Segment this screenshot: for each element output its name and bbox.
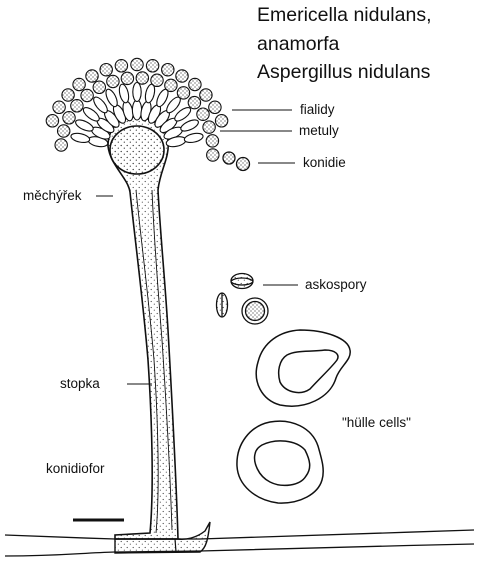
conidium [164,78,178,93]
stipe-inner-wall [135,189,159,534]
hulle-cells [236,329,351,504]
phialide [118,83,130,104]
conidium [205,134,220,148]
phialides [70,81,204,144]
stipe [107,116,179,540]
conidium [135,71,150,85]
conidium [187,95,202,110]
conidium [99,62,113,77]
metula [131,99,143,121]
label-metuly: metuly [299,123,339,138]
conidium [52,100,66,115]
conidium [85,69,99,83]
conidium [130,57,144,72]
conidium [92,80,107,95]
conidium [106,74,120,89]
stipe-inner-wall [151,189,173,531]
conidiophore [107,116,211,554]
conidium [72,77,86,92]
label-askospory: askospory [305,277,367,292]
phialide [70,132,91,144]
label-konidie: konidie [303,155,346,170]
vesicle [109,125,165,175]
phialide [82,107,100,122]
conidium [188,77,202,92]
conidium [214,114,229,128]
conidium [161,62,175,77]
title-line-3: Aspergillus nidulans [257,61,431,83]
phialide [75,119,94,132]
title-line-2: anamorfa [257,33,340,55]
title-line-1: Emericella nidulans, [257,4,432,26]
free-conidia [222,151,251,172]
conidium [45,114,60,128]
conidium [70,99,84,113]
conidium [176,86,191,100]
conidium [80,88,94,103]
phialide [174,107,192,122]
conidium [206,148,220,162]
conidium [175,69,189,83]
phialide [93,96,108,114]
foot-cell [114,521,211,554]
metulae [87,99,187,148]
phialide [105,88,118,108]
conidium [56,124,71,138]
conidium [62,111,76,125]
label-hulle-cells: "hülle cells" [342,415,411,430]
conidium [208,100,222,115]
substrate [4,529,475,557]
phialide [132,81,142,103]
label-stopka: stopka [60,376,100,391]
label-mechyrek: měchýřek [23,188,82,203]
phialide [183,132,204,144]
conidium [196,107,210,121]
conidium [114,59,129,73]
ascospores [215,272,269,325]
conidium [54,138,68,152]
conidium [120,71,135,86]
conidium [61,88,75,102]
label-fialidy: fialidy [300,102,335,117]
conidium [145,59,160,73]
leader-lines [96,109,298,385]
conidium [199,88,213,102]
label-konidiofor: konidiofor [46,461,105,476]
conidia-head [45,57,229,162]
phialide [180,119,199,132]
conidium [150,73,164,88]
conidium [202,120,216,134]
